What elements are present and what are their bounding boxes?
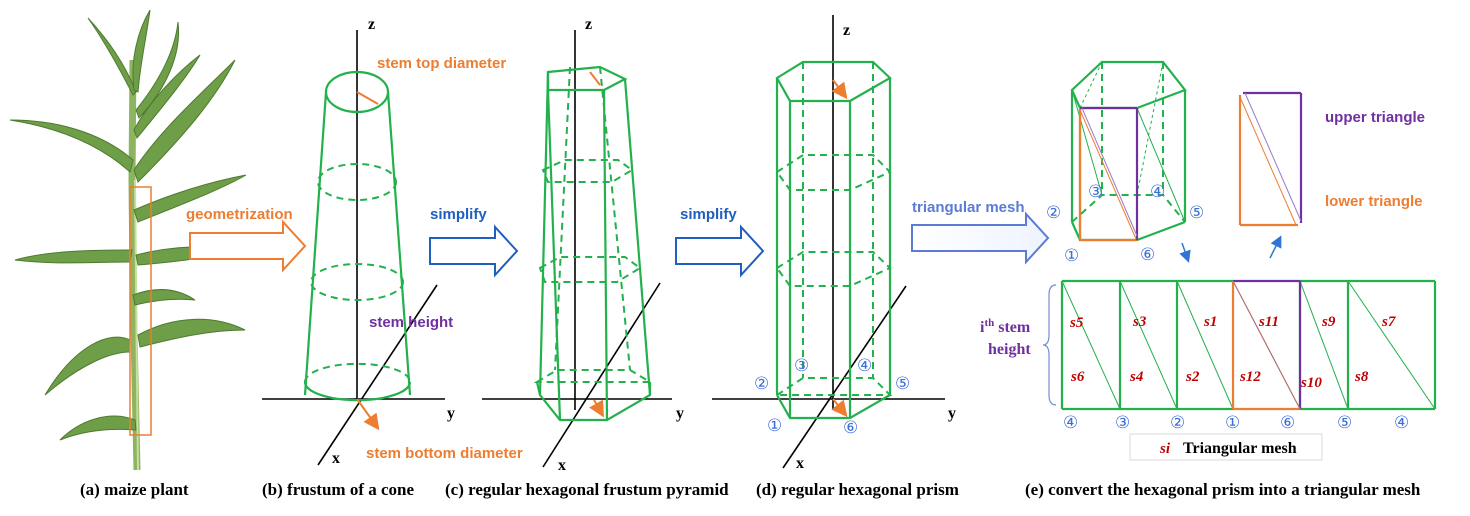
strip-vertex-3: ③: [1115, 413, 1130, 433]
cell-s5: s5: [1069, 315, 1084, 331]
mesh-prism-vertex-6: ⑥: [1140, 245, 1155, 265]
maize-plant-illustration: [9, 9, 247, 471]
simplify-label-1: simplify: [430, 206, 487, 223]
cell-s8: s8: [1354, 369, 1369, 385]
mesh-prism-vertex-4: ④: [1150, 182, 1165, 202]
cell-s6: s6: [1070, 369, 1085, 385]
prism-vertex-3: ③: [794, 356, 809, 376]
strip-vertex-1: ①: [1225, 413, 1240, 433]
mesh-prism-vertex-5: ⑤: [1189, 203, 1204, 223]
triangular-mesh-label: triangular mesh: [912, 199, 1025, 216]
strip-vertex-5: ⑤: [1337, 413, 1352, 433]
geometrization-label: geometrization: [186, 206, 293, 223]
caption-b: (b) frustum of a cone: [262, 480, 414, 499]
frustum-axis-x: x: [558, 457, 566, 474]
cell-s9: s9: [1321, 314, 1336, 330]
frustum-axis-y: y: [676, 405, 684, 422]
stem-bottom-diameter-label: stem bottom diameter: [366, 445, 523, 462]
cell-s11: s11: [1258, 314, 1279, 330]
prism-vertex-1: ①: [767, 416, 782, 436]
upper-triangle-label: upper triangle: [1325, 109, 1425, 126]
simplify-arrow-2: [675, 224, 765, 278]
prism-vertex-4: ④: [857, 356, 872, 376]
height-label: height: [988, 341, 1031, 358]
strip-vertex-6: ⑥: [1280, 413, 1295, 433]
stem-top-diameter-label: stem top diameter: [377, 55, 506, 72]
simplify-label-2: simplify: [680, 206, 737, 223]
frustum-axis-z: z: [585, 16, 592, 33]
mesh-prism-vertex-3: ③: [1088, 182, 1103, 202]
cone-axis-z: z: [368, 16, 375, 33]
cell-s1: s1: [1203, 314, 1217, 330]
strip-vertex-2: ②: [1170, 413, 1185, 433]
cone-axis-x: x: [332, 450, 340, 467]
mesh-prism-diagram: [1070, 60, 1187, 242]
cell-s12: s12: [1239, 369, 1261, 385]
cell-s2: s2: [1185, 369, 1200, 385]
mesh-legend-text: Triangular mesh: [1183, 440, 1297, 457]
caption-a: (a) maize plant: [80, 480, 189, 499]
cell-s4: s4: [1129, 369, 1144, 385]
strip-vertex-4-right: ④: [1394, 413, 1409, 433]
geometrization-arrow: [189, 219, 307, 273]
hexagonal-frustum-diagram: [482, 30, 672, 468]
caption-c: (c) regular hexagonal frustum pyramid: [445, 480, 729, 499]
triangle-detail: [1179, 91, 1303, 263]
stem-highlight-box: [129, 186, 152, 436]
mesh-prism-vertex-1: ①: [1064, 246, 1079, 266]
prism-axis-z: z: [843, 22, 850, 39]
caption-e: (e) convert the hexagonal prism into a t…: [1025, 480, 1421, 499]
mesh-legend-box: [1129, 433, 1323, 461]
mesh-prism-vertex-2: ②: [1046, 203, 1061, 223]
prism-vertex-5: ⑤: [895, 374, 910, 394]
lower-triangle-label: lower triangle: [1325, 193, 1423, 210]
cone-axis-y: y: [447, 405, 455, 422]
strip-vertex-4-left: ④: [1063, 413, 1078, 433]
prism-axis-y: y: [948, 405, 956, 422]
cell-s7: s7: [1381, 314, 1396, 330]
prism-axis-x: x: [796, 455, 804, 472]
triangular-mesh-arrow: [911, 211, 1050, 265]
unfolded-mesh-strip: [1042, 279, 1437, 411]
simplify-arrow-1: [429, 224, 519, 278]
prism-vertex-6: ⑥: [843, 418, 858, 438]
hexagonal-prism-diagram: [712, 15, 945, 469]
cell-s3: s3: [1132, 314, 1147, 330]
stem-height-label: stem height: [369, 314, 453, 331]
ith-stem-label: ith stem: [980, 317, 1031, 336]
caption-d: (d) regular hexagonal prism: [756, 480, 959, 499]
prism-vertex-2: ②: [754, 374, 769, 394]
cell-s10: s10: [1300, 375, 1322, 391]
mesh-legend-symbol: si: [1159, 441, 1171, 457]
cone-frustum-diagram: [262, 30, 445, 466]
